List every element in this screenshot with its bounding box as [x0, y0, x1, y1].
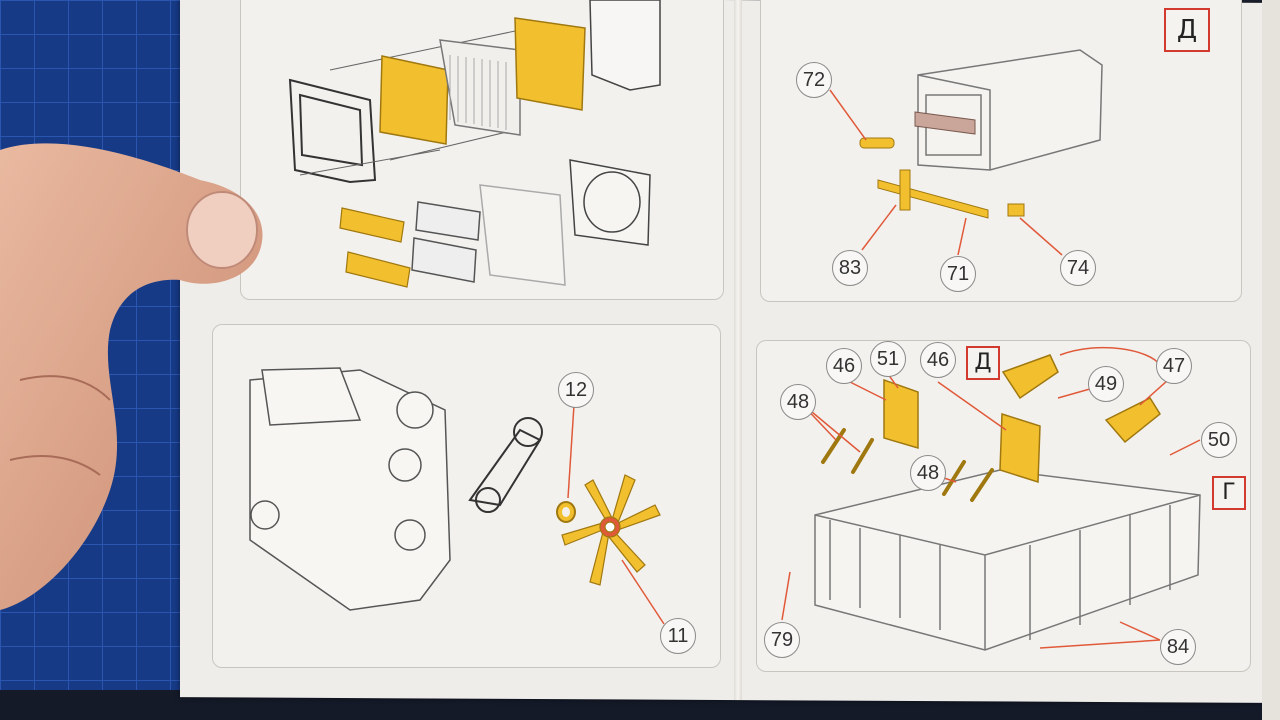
strip-part-upper	[339, 207, 405, 243]
radiator-housing-drawing	[479, 184, 566, 286]
booklet-fold	[734, 0, 742, 700]
tank-strap-drawing	[914, 111, 976, 135]
callout-51: 51	[870, 341, 906, 377]
part-11-fan	[561, 474, 661, 586]
callout-50: 50	[1201, 422, 1237, 458]
hand-holding-booklet	[0, 143, 263, 610]
fuel-tank-drawing	[917, 49, 1103, 171]
callout-46-right: 46	[920, 342, 956, 378]
fan-shroud-drawing	[569, 159, 651, 246]
radiator-shroud-part	[514, 17, 586, 111]
radiator-gasket-part	[379, 55, 449, 145]
callout-11: 11	[660, 618, 696, 654]
callout-12: 12	[558, 372, 594, 408]
radiator-frame-drawing	[288, 78, 377, 184]
callout-74: 74	[1060, 250, 1096, 286]
panel3-leaders	[567, 404, 665, 625]
callout-47: 47	[1156, 348, 1192, 384]
section-marker-g: Г	[1212, 476, 1246, 510]
part-74	[1007, 203, 1025, 217]
part-72	[859, 137, 895, 149]
part-47-upper	[1001, 354, 1059, 400]
chassis-frame-drawing	[814, 469, 1201, 651]
callout-79: 79	[764, 622, 800, 658]
callout-49: 49	[1088, 366, 1124, 402]
section-marker-d-top: Д	[1164, 8, 1210, 52]
next-page-edge	[1262, 0, 1280, 720]
radiator-cover-drawing	[589, 0, 661, 91]
callout-83: 83	[832, 250, 868, 286]
fan-belt-drawing	[468, 417, 543, 513]
callout-48-upper: 48	[780, 384, 816, 420]
callout-72: 72	[796, 62, 832, 98]
callout-84: 84	[1160, 629, 1196, 665]
part-51	[883, 378, 919, 450]
strip-part-lower	[345, 251, 411, 288]
part-71-bracket	[877, 179, 989, 219]
engine-block-drawing	[249, 367, 451, 611]
radiator-arrows	[299, 29, 521, 176]
callout-48-lower: 48	[910, 455, 946, 491]
heater-cores-drawing	[411, 201, 481, 283]
part-83	[899, 169, 911, 211]
thumbnail	[186, 191, 258, 269]
part-46-plate	[999, 412, 1041, 484]
callout-71: 71	[940, 256, 976, 292]
part-47-lower	[1104, 397, 1161, 444]
section-marker-d-mid: Д	[966, 346, 1000, 380]
callout-46-left: 46	[826, 348, 862, 384]
panel2-leaders	[829, 89, 1063, 256]
radiator-core-drawing	[439, 39, 521, 136]
